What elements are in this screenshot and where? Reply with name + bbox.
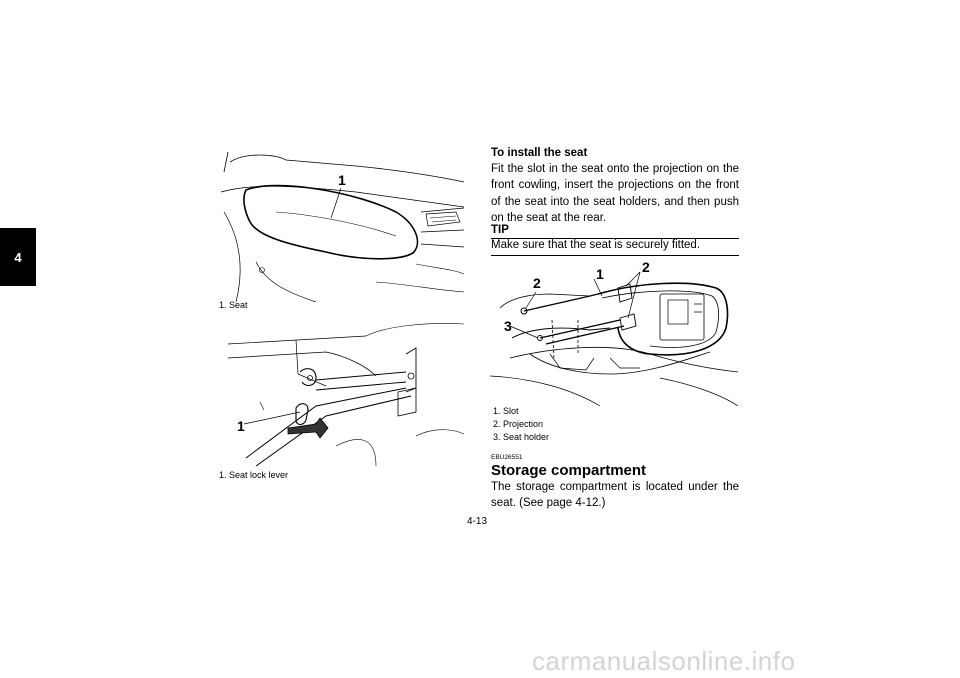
tip-text: Make sure that the seat is securely fitt… — [491, 238, 739, 256]
storage-title: Storage compartment — [491, 462, 647, 479]
seat-lock-lever-callout: 1 — [237, 418, 245, 434]
seat-lock-lever-illustration: 1 — [216, 316, 466, 468]
slot-caption: 1. Slot — [493, 406, 519, 416]
projection-callout-right: 2 — [642, 259, 650, 275]
section-code: EBU26551 — [491, 454, 523, 461]
page-number: 4-13 — [467, 516, 488, 527]
storage-body: The storage compartment is located under… — [491, 481, 739, 510]
install-heading: To install the seat — [491, 147, 588, 159]
seat-illustration: 1 — [216, 152, 466, 302]
watermark: carmanualsonline.info — [532, 646, 796, 676]
chapter-tab: 4 — [0, 228, 36, 286]
projection-caption: 2. Projection — [493, 419, 544, 429]
install-body: Fit the slot in the seat onto the projec… — [491, 163, 739, 225]
seat-lock-lever-caption: 1. Seat lock lever — [219, 470, 289, 480]
seat-holder-caption: 3. Seat holder — [493, 432, 550, 442]
slot-callout: 1 — [596, 266, 604, 282]
seat-caption: 1. Seat — [219, 300, 248, 310]
seat-holder-callout: 3 — [504, 318, 512, 334]
tip-label: TIP — [491, 224, 739, 239]
chapter-tab-label: 4 — [14, 249, 22, 265]
seat-installation-illustration: 1 2 2 3 — [490, 258, 740, 406]
seat-callout: 1 — [338, 172, 346, 188]
projection-callout-left: 2 — [533, 275, 541, 291]
